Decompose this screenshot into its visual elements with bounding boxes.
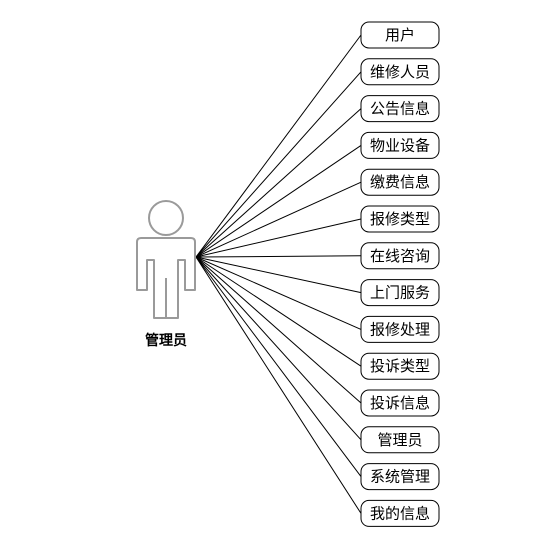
use-case-label: 缴费信息 (370, 173, 430, 191)
use-case-label: 用户 (385, 26, 415, 44)
connector-line (195, 256, 362, 441)
use-case-box (360, 242, 440, 270)
use-case-box (360, 21, 440, 49)
use-case-node: 在线咨询 (360, 242, 440, 270)
use-case-label: 上门服务 (370, 284, 430, 302)
use-case-node: 用户 (360, 21, 440, 49)
use-case-label: 在线咨询 (370, 247, 430, 265)
actor-figure: 管理员 (136, 200, 196, 349)
use-case-box (360, 463, 440, 491)
connector-line (195, 144, 362, 258)
use-case-node: 物业设备 (360, 131, 440, 159)
use-case-node: 投诉类型 (360, 352, 440, 380)
connector-line (195, 256, 362, 294)
use-case-box (360, 499, 440, 527)
use-case-node: 公告信息 (360, 95, 440, 123)
actor-label: 管理员 (145, 332, 187, 349)
use-case-label: 物业设备 (370, 136, 430, 154)
use-case-node: 维修人员 (360, 58, 440, 86)
use-case-box (360, 315, 440, 343)
use-case-label: 系统管理 (370, 468, 430, 486)
connector-line (195, 108, 362, 258)
use-case-label: 报修处理 (370, 320, 430, 338)
use-case-label: 报修类型 (370, 210, 430, 228)
use-case-box (360, 58, 440, 86)
connector-line (195, 255, 362, 258)
connector-line (195, 218, 362, 258)
connector-line (195, 256, 362, 404)
use-case-box (360, 426, 440, 454)
use-case-box (360, 95, 440, 123)
connector-line (195, 71, 362, 258)
use-case-node: 我的信息 (360, 499, 440, 527)
use-case-box (360, 279, 440, 307)
use-case-box (360, 389, 440, 417)
use-case-label: 维修人员 (370, 63, 430, 81)
use-case-box (360, 168, 440, 196)
use-case-node: 报修处理 (360, 315, 440, 343)
use-case-box (360, 205, 440, 233)
connector-line (195, 256, 362, 477)
connector-line (195, 256, 362, 367)
use-case-box (360, 352, 440, 380)
use-case-node: 管理员 (360, 426, 440, 454)
use-case-list: 用户维修人员公告信息物业设备缴费信息报修类型在线咨询上门服务报修处理投诉类型投诉… (360, 21, 440, 527)
use-case-node: 投诉信息 (360, 389, 440, 417)
use-case-node: 系统管理 (360, 463, 440, 491)
use-case-label: 投诉类型 (370, 357, 430, 375)
use-case-label: 管理员 (377, 431, 422, 449)
use-case-node: 缴费信息 (360, 168, 440, 196)
use-case-box (360, 131, 440, 159)
connector-line (195, 34, 362, 258)
use-case-node: 报修类型 (360, 205, 440, 233)
connector-line (195, 256, 362, 514)
use-case-label: 公告信息 (370, 100, 430, 118)
connector-line (195, 256, 362, 330)
use-case-node: 上门服务 (360, 279, 440, 307)
use-case-label: 投诉信息 (370, 394, 430, 412)
connector-lines (195, 34, 362, 514)
use-case-label: 我的信息 (370, 504, 430, 522)
connector-line (195, 181, 362, 258)
actor-head (148, 200, 184, 236)
